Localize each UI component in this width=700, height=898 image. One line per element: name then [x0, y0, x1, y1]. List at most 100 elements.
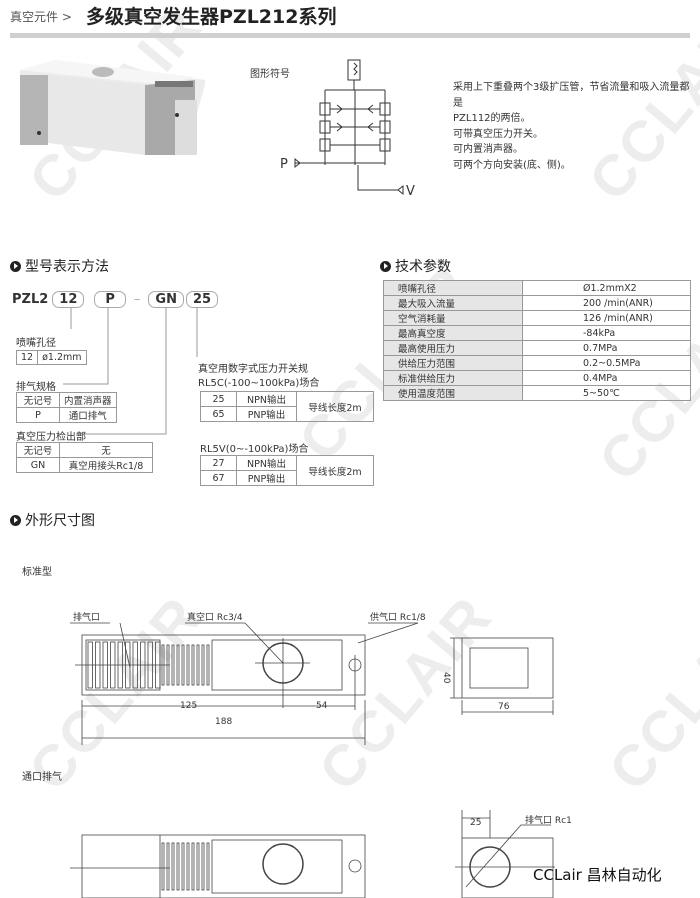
fin — [186, 644, 190, 686]
cell: 27 — [200, 455, 237, 471]
param-name: 喷嘴孔径 — [383, 280, 523, 296]
exhaust-label: 排气规格 — [16, 382, 56, 393]
heading-text: 技术参数 — [395, 259, 451, 275]
code-switch: 25 — [185, 291, 219, 308]
dim-76: 76 — [498, 702, 510, 712]
cell: 65 — [200, 406, 237, 422]
cell: 无 — [59, 442, 153, 458]
param-value: 126 /min(ANR) — [522, 310, 691, 326]
dims-section-heading: 外形尺寸图 — [10, 510, 95, 530]
exhaust-rc1-label: 排气口 Rc1 — [525, 814, 572, 826]
desc-line: 可带真空压力开关。 — [453, 128, 543, 140]
code-nozzle: 12 — [52, 291, 85, 308]
code-exhaust: P — [94, 291, 126, 308]
param-value: 0.2~0.5MPa — [522, 355, 691, 371]
detect-label: 真空压力检出部 — [16, 432, 86, 443]
param-value: 0.7MPa — [522, 340, 691, 356]
cell: 12 — [15, 350, 39, 365]
fin — [166, 842, 170, 891]
product-image — [20, 60, 205, 155]
cell: NPN输出 — [236, 391, 297, 407]
fin — [191, 842, 195, 891]
port-exhaust-label: 通口排气 — [22, 772, 62, 783]
cell: 导线长度2m — [296, 391, 374, 422]
param-value: 5~50℃ — [522, 385, 691, 401]
cell: GN — [16, 457, 60, 473]
param-name: 最大吸入流量 — [383, 295, 523, 311]
model-section-heading: 型号表示方法 — [10, 256, 109, 276]
page-title: 多级真空发生器PZL212系列 — [86, 6, 337, 28]
cell: 真空用接头Rc1/8 — [59, 457, 153, 473]
switch-range-label: RL5C(-100~100kPa)场合 — [198, 378, 320, 389]
param-value: 0.4MPa — [522, 370, 691, 386]
cell: 无记号 — [16, 442, 60, 458]
standard-type-label: 标准型 — [22, 567, 52, 578]
param-name: 最高真空度 — [383, 325, 523, 341]
title-divider — [10, 33, 690, 38]
exhaust-port-label: 排气口 — [73, 611, 100, 623]
switch-label: 真空用数字式压力开关规 — [198, 364, 308, 375]
model-leader-lines — [63, 307, 198, 435]
fin — [196, 842, 200, 891]
fin — [171, 842, 175, 891]
heading-text: 型号表示方法 — [25, 259, 109, 275]
param-value: -84kPa — [522, 325, 691, 341]
code-dash: – — [133, 292, 141, 307]
param-name: 使用温度范围 — [383, 385, 523, 401]
tech-section-heading: 技术参数 — [380, 256, 451, 276]
param-name: 空气消耗量 — [383, 310, 523, 326]
fin — [201, 644, 205, 686]
param-name: 标准供给压力 — [383, 370, 523, 386]
bullet-icon — [10, 260, 21, 272]
fin — [181, 644, 185, 686]
fin — [161, 842, 165, 891]
fin — [201, 842, 205, 891]
cell: P — [16, 407, 60, 423]
fin — [206, 842, 210, 891]
port-v-label: V — [406, 184, 415, 199]
pneumatic-symbol: P V — [280, 59, 415, 199]
tech-row: 最高真空度-84kPa — [383, 325, 691, 341]
cell: PNP输出 — [236, 470, 297, 486]
dim-40: 40 — [441, 672, 451, 684]
fin — [196, 644, 200, 686]
vacuum-port-label: 真空口 Rc3/4 — [187, 611, 243, 623]
cell: 67 — [200, 470, 237, 486]
desc-line: PZL112的两倍。 — [453, 113, 531, 124]
param-value: 200 /min(ANR) — [522, 295, 691, 311]
desc-line: 采用上下重叠两个3级扩压管，节省流量和吸入流量都是 — [453, 82, 690, 109]
cell: PNP输出 — [236, 406, 297, 422]
cell: 无记号 — [16, 392, 60, 408]
cell: 内置消声器 — [59, 392, 117, 408]
dimension-drawing: 排气口 真空口 Rc3/4 供气口 Rc1/8 125 54 188 76 40… — [70, 611, 572, 898]
param-value: Ø1.2mmX2 — [522, 280, 691, 296]
symbol-label: 图形符号 — [250, 69, 290, 80]
product-description: 采用上下重叠两个3级扩压管，节省流量和吸入流量都是 PZL112的两倍。 可带真… — [453, 80, 698, 173]
port-p-label: P — [280, 157, 288, 172]
cell: 通口排气 — [59, 407, 117, 423]
dim-25: 25 — [470, 818, 481, 828]
fin — [186, 842, 190, 891]
fin — [181, 842, 185, 891]
cell: NPN输出 — [236, 455, 297, 471]
breadcrumb[interactable]: 真空元件 > — [10, 10, 72, 24]
desc-line: 可内置消声器。 — [453, 144, 523, 155]
bullet-icon — [380, 260, 391, 272]
fin — [176, 842, 180, 891]
fin — [176, 644, 180, 686]
heading-text: 外形尺寸图 — [25, 513, 95, 529]
switch2-label: RL5V(0~-100kPa)场合 — [200, 444, 309, 455]
cell: 25 — [200, 391, 237, 407]
dim-188: 188 — [215, 717, 232, 727]
cell: ø1.2mm — [37, 350, 87, 365]
